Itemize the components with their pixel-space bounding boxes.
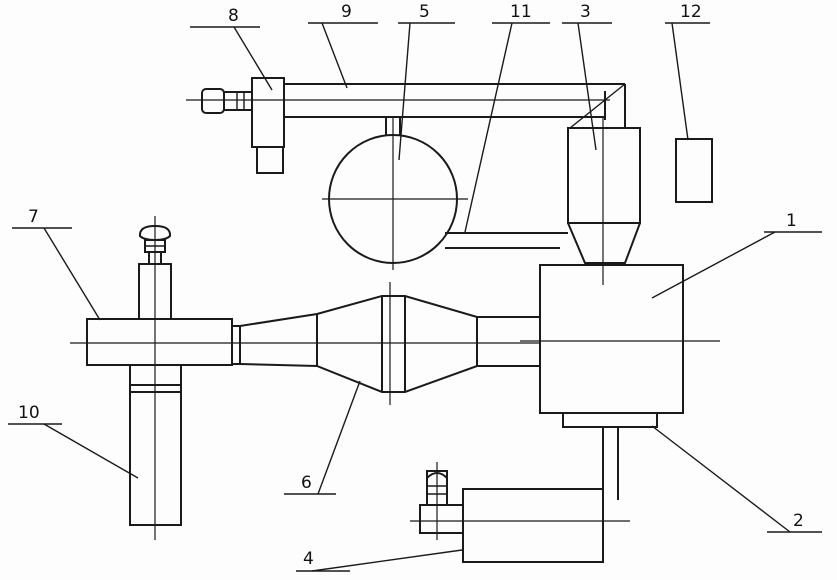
label-12: 12	[680, 2, 702, 22]
crossbar-7	[86, 318, 233, 366]
label-5: 5	[419, 2, 430, 22]
motor-8-assembly	[201, 77, 285, 174]
base-plate-2	[562, 412, 658, 428]
label-7: 7	[28, 207, 39, 227]
label-9: 9	[341, 2, 352, 22]
label-2: 2	[793, 511, 804, 531]
fan-motor-4	[410, 427, 630, 563]
control-box-12	[675, 138, 713, 203]
label-6: 6	[301, 473, 312, 493]
hopper-3	[567, 118, 641, 285]
label-10: 10	[18, 403, 40, 423]
column-10	[129, 216, 182, 540]
duct-6	[70, 282, 540, 405]
part-labels: 8 9 5 11 3 12 7 1 10 6 2 4	[18, 2, 804, 569]
drum-5	[322, 117, 468, 270]
label-11: 11	[510, 2, 532, 22]
label-4: 4	[303, 549, 314, 569]
pipe-11	[445, 232, 568, 249]
side-leaders	[8, 227, 822, 572]
top-leaders	[190, 22, 710, 233]
conveyor-beam-9	[186, 83, 626, 129]
label-8: 8	[228, 6, 239, 26]
housing-1	[520, 264, 720, 414]
label-3: 3	[580, 2, 591, 22]
label-1: 1	[786, 211, 797, 231]
